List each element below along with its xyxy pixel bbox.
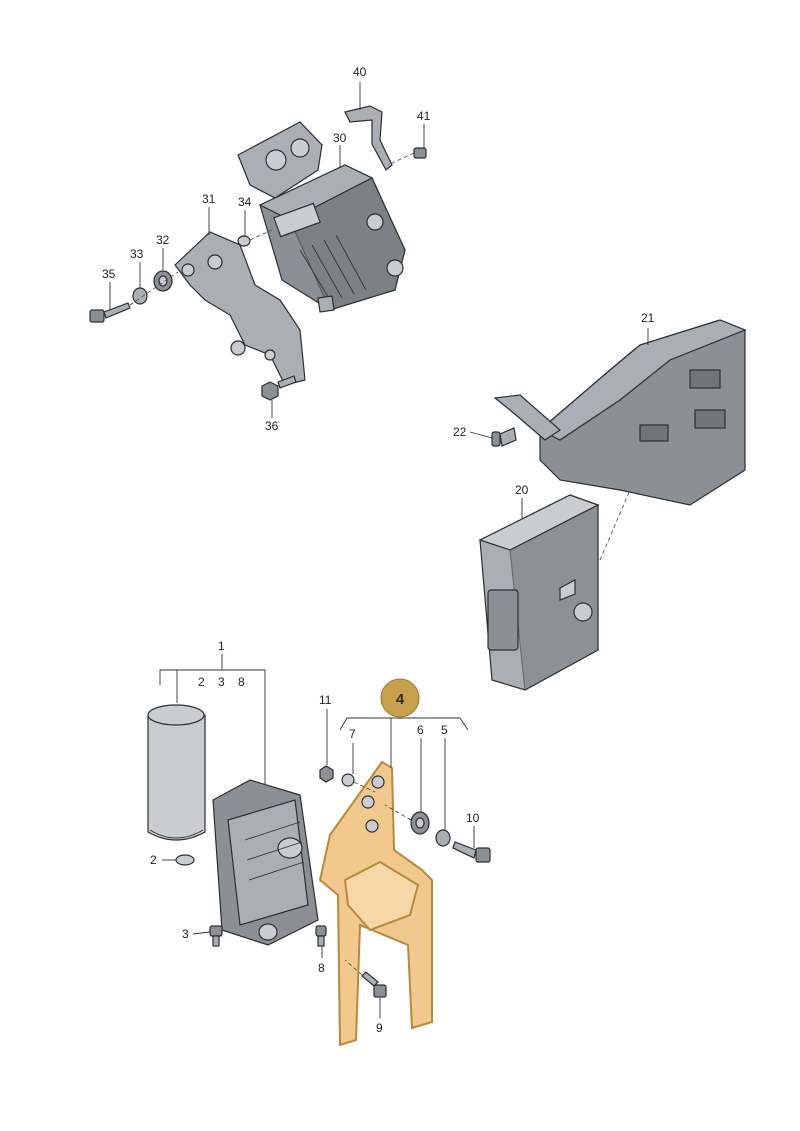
callout-2-group: 2 bbox=[198, 675, 205, 689]
control-unit-bracket-21[interactable] bbox=[493, 319, 747, 506]
bracket-4-highlighted[interactable] bbox=[318, 760, 433, 1047]
callout-41: 41 bbox=[417, 109, 431, 123]
callout-35: 35 bbox=[102, 267, 116, 281]
callout-7: 7 bbox=[349, 727, 356, 741]
washer-34[interactable] bbox=[237, 229, 273, 247]
callout-33: 33 bbox=[130, 247, 144, 261]
callout-30: 30 bbox=[333, 131, 347, 145]
bolt-10[interactable] bbox=[452, 841, 491, 863]
screw-3[interactable] bbox=[209, 925, 223, 947]
callout-22: 22 bbox=[453, 425, 467, 439]
callout-3: 3 bbox=[182, 927, 189, 941]
callout-6: 6 bbox=[417, 723, 424, 737]
callout-2: 2 bbox=[150, 853, 157, 867]
bolt-35[interactable] bbox=[89, 271, 179, 323]
callout-36: 36 bbox=[265, 419, 279, 433]
module-30-assembly[interactable] bbox=[237, 121, 406, 313]
callout-9: 9 bbox=[376, 1021, 383, 1035]
grommet-6[interactable] bbox=[384, 804, 430, 835]
expansion-rivet-22[interactable] bbox=[491, 427, 517, 447]
callout-31: 31 bbox=[202, 192, 216, 206]
highlight-badge[interactable]: 4 bbox=[380, 678, 420, 718]
callout-40: 40 bbox=[353, 65, 367, 79]
filter-element-2[interactable] bbox=[147, 704, 206, 841]
callout-21: 21 bbox=[641, 311, 655, 325]
washer-7[interactable] bbox=[341, 773, 376, 793]
washer-5[interactable] bbox=[435, 829, 451, 847]
callout-8: 8 bbox=[318, 961, 325, 975]
callout-3-group: 3 bbox=[218, 675, 225, 689]
highlight-badge-number: 4 bbox=[396, 691, 405, 708]
nut-36[interactable] bbox=[261, 375, 297, 401]
control-unit-20[interactable] bbox=[478, 489, 631, 691]
callout-34: 34 bbox=[238, 195, 252, 209]
callout-1: 1 bbox=[218, 639, 225, 653]
callout-8-group: 8 bbox=[238, 675, 245, 689]
callout-labels: 40 41 30 31 34 32 33 35 36 21 22 20 1 2 … bbox=[102, 65, 655, 1035]
screw-8[interactable] bbox=[315, 925, 327, 947]
grommet-32[interactable] bbox=[153, 270, 173, 292]
callout-20: 20 bbox=[515, 483, 529, 497]
callout-5: 5 bbox=[441, 723, 448, 737]
callout-11: 11 bbox=[319, 693, 332, 707]
oil-cooler-housing[interactable] bbox=[212, 779, 319, 946]
callout-10: 10 bbox=[466, 811, 480, 825]
screw-41[interactable] bbox=[387, 147, 427, 166]
screw-9[interactable] bbox=[344, 959, 387, 998]
leader-lines bbox=[109, 82, 649, 1018]
seal-ring-2[interactable] bbox=[175, 854, 195, 866]
washer-33[interactable] bbox=[132, 287, 148, 305]
bracket-40[interactable] bbox=[344, 105, 393, 171]
nut-11[interactable] bbox=[319, 765, 334, 783]
callout-32: 32 bbox=[156, 233, 170, 247]
